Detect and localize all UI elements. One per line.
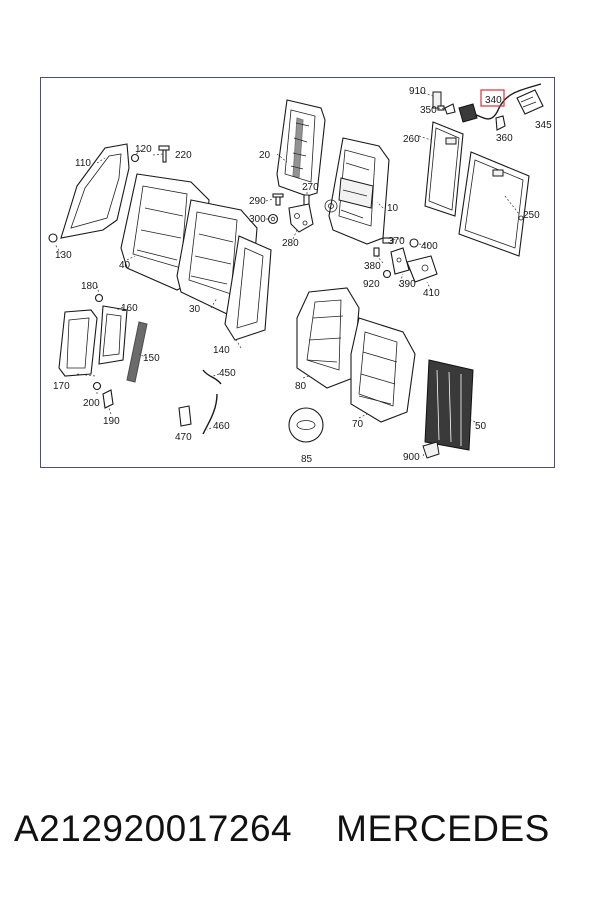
product-caption: A212920017264 MERCEDES <box>14 808 594 858</box>
callout-390: 390 <box>399 279 416 290</box>
part-220-fastener <box>158 145 170 163</box>
callout-400: 400 <box>421 241 438 252</box>
callout-20: 20 <box>259 150 271 161</box>
part-345-switch <box>516 89 544 115</box>
callout-85: 85 <box>301 454 313 465</box>
callout-120: 120 <box>135 144 152 155</box>
callout-910: 910 <box>409 86 426 97</box>
exploded-parts-diagram: 910 350 340 345 360 260 250 20 10 270 29… <box>48 83 552 465</box>
callout-170: 170 <box>53 381 70 392</box>
part-370-bolt <box>382 237 394 244</box>
callout-70: 70 <box>352 419 364 430</box>
part-85-badge <box>288 407 324 443</box>
callout-30: 30 <box>189 304 201 315</box>
callout-50: 50 <box>475 421 487 432</box>
callout-190: 190 <box>103 416 120 427</box>
part-390-lock-lever <box>390 247 410 275</box>
callout-410: 410 <box>423 288 440 299</box>
part-190-hook <box>102 389 114 409</box>
callout-labels: 910 350 340 345 360 260 250 20 10 270 29… <box>53 86 552 465</box>
part-340-wire-harness <box>458 83 542 123</box>
part-130-screw <box>48 233 58 243</box>
callout-380: 380 <box>364 261 381 272</box>
parts-diagram-frame: 910 350 340 345 360 260 250 20 10 270 29… <box>40 77 555 468</box>
part-290-screw <box>272 193 284 206</box>
part-120-clip <box>130 153 140 163</box>
part-380-spacer <box>373 247 380 257</box>
callout-290: 290 <box>249 196 266 207</box>
callout-220: 220 <box>175 150 192 161</box>
callout-180: 180 <box>81 281 98 292</box>
part-80-seat-cushion-left <box>296 287 360 389</box>
part-400-washer <box>409 238 419 248</box>
callout-200: 200 <box>83 398 100 409</box>
part-10-seat-frame <box>324 137 390 245</box>
callout-350: 350 <box>420 105 437 116</box>
callout-80: 80 <box>295 381 307 392</box>
callout-340: 340 <box>485 95 502 106</box>
callout-345: 345 <box>535 120 552 131</box>
highlight-box-340 <box>480 89 505 107</box>
callout-300: 300 <box>249 214 266 225</box>
part-470-clip <box>178 405 192 427</box>
callout-140: 140 <box>213 345 230 356</box>
part-280-hinge-bracket <box>288 203 314 233</box>
callout-280: 280 <box>282 238 299 249</box>
part-number: A212920017264 <box>14 808 293 849</box>
callout-470: 470 <box>175 432 192 443</box>
callout-460: 460 <box>213 421 230 432</box>
callout-270: 270 <box>302 182 319 193</box>
part-300-nut <box>267 213 279 225</box>
callout-40: 40 <box>119 260 131 271</box>
part-460-cable <box>202 393 218 435</box>
part-450-cable <box>202 369 222 385</box>
part-150-rail <box>126 321 148 383</box>
part-170-armrest <box>58 309 98 377</box>
callout-10: 10 <box>387 203 399 214</box>
callout-900: 900 <box>403 452 420 463</box>
part-180-screw <box>94 293 104 303</box>
part-50-heating-mat <box>424 359 474 451</box>
brand-name: MERCEDES <box>336 808 550 849</box>
callout-250: 250 <box>523 210 540 221</box>
part-250-rear-cover <box>458 151 530 257</box>
part-140-side-bolster <box>224 235 272 341</box>
part-110-side-trim <box>60 143 130 239</box>
callout-450: 450 <box>219 368 236 379</box>
callout-360: 360 <box>496 133 513 144</box>
part-20-backrest-frame <box>276 99 326 197</box>
callout-110: 110 <box>75 158 91 169</box>
part-920-nut <box>382 269 392 279</box>
part-360-retainer <box>495 115 506 131</box>
part-350-clip <box>444 103 456 115</box>
part-410-latch <box>406 255 438 283</box>
part-200-clip <box>92 381 102 391</box>
part-160-armrest-frame <box>98 305 128 365</box>
callout-150: 150 <box>143 353 160 364</box>
callout-920: 920 <box>363 279 380 290</box>
part-900-connector <box>422 441 440 459</box>
callout-160: 160 <box>121 303 138 314</box>
callout-370: 370 <box>388 236 405 247</box>
callout-130: 130 <box>55 250 72 261</box>
part-260-back-panel <box>424 121 464 217</box>
leader-lines <box>54 91 520 457</box>
part-70-seat-cushion-right <box>350 317 416 423</box>
callout-260: 260 <box>403 134 420 145</box>
